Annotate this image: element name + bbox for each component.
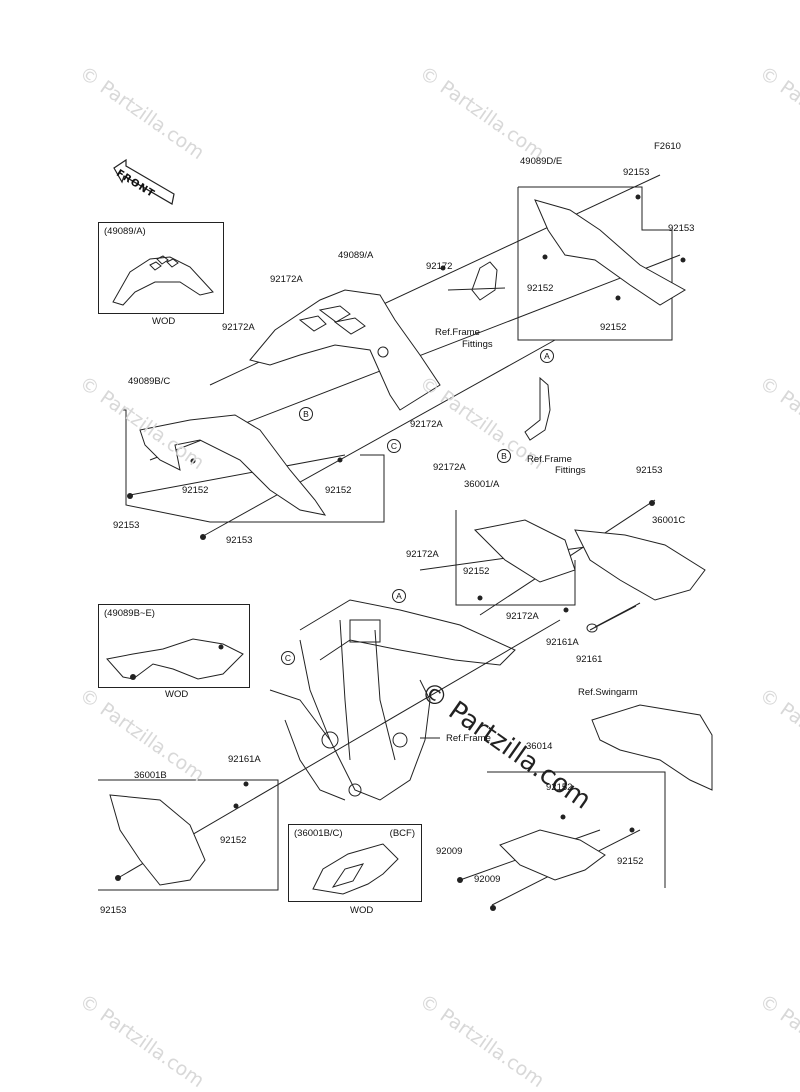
part-callout[interactable]: 92153 — [100, 905, 127, 916]
bracket-36001a — [455, 510, 576, 606]
bracket-49089de — [517, 186, 673, 341]
side-panel-36001a — [473, 519, 576, 583]
part-callout[interactable]: 92153 — [113, 520, 140, 531]
bracket-36001b — [98, 779, 279, 891]
part-callout[interactable]: 92172A — [406, 549, 439, 560]
part-callout[interactable]: 92172A — [410, 419, 443, 430]
ref-label[interactable]: Fittings — [462, 339, 493, 350]
rubber-bushing — [586, 623, 598, 633]
marker-b: B — [299, 407, 313, 421]
inset-49089be: (49089B~E) — [98, 604, 250, 688]
part-callout[interactable]: 92009 — [436, 846, 463, 857]
part-callout[interactable]: 92172A — [222, 322, 255, 333]
chain-cover-36014 — [499, 829, 606, 881]
leader-line — [204, 339, 556, 536]
swingarm-drawing — [591, 704, 713, 791]
part-callout[interactable]: 92152 — [527, 283, 554, 294]
ref-label[interactable]: Ref.Frame — [527, 454, 572, 465]
part-callout[interactable]: 92172A — [433, 462, 466, 473]
part-callout[interactable]: 92152 — [617, 856, 644, 867]
bracket-36014 — [487, 771, 666, 888]
ref-label[interactable]: Ref.Frame — [435, 327, 480, 338]
ref-label[interactable]: Ref.Frame — [446, 733, 491, 744]
inset-variant: (BCF) — [389, 828, 415, 839]
inset-36001bc: (36001B/C) (BCF) — [288, 824, 422, 902]
left-side-cover — [139, 414, 327, 516]
marker-a: A — [540, 349, 554, 363]
frame-fitting-1 — [471, 261, 498, 301]
part-callout[interactable]: 92153 — [623, 167, 650, 178]
part-callout[interactable]: 36001B — [134, 770, 167, 781]
inset-part-illustration — [312, 843, 399, 895]
part-callout[interactable]: 92152 — [463, 566, 490, 577]
inset-title: (36001B/C) — [294, 828, 343, 839]
part-callout[interactable]: 92161 — [576, 654, 603, 665]
part-callout[interactable]: 92152 — [546, 782, 573, 793]
part-callout[interactable]: 92152 — [182, 485, 209, 496]
part-callout[interactable]: 92161A — [228, 754, 261, 765]
inset-title: (49089/A) — [104, 226, 146, 237]
side-panel-36001c — [574, 529, 706, 601]
bracket-49089bc — [122, 409, 385, 523]
diagram-code: F2610 — [654, 141, 681, 152]
right-side-cover-top — [534, 199, 686, 306]
ref-label[interactable]: Ref.Swingarm — [578, 687, 638, 698]
marker-b: B — [497, 449, 511, 463]
part-callout[interactable]: 49089D/E — [520, 156, 563, 167]
leader-line — [129, 454, 346, 496]
part-callout[interactable]: 92153 — [636, 465, 663, 476]
part-callout[interactable]: 36014 — [526, 741, 553, 752]
inset-caption: WOD — [165, 689, 189, 700]
part-callout[interactable]: 92172 — [426, 261, 453, 272]
part-callout[interactable]: 92172A — [270, 274, 303, 285]
marker-a: A — [392, 589, 406, 603]
part-callout[interactable]: 92153 — [226, 535, 253, 546]
part-callout[interactable]: 36001/A — [464, 479, 500, 490]
part-callout[interactable]: 92153 — [668, 223, 695, 234]
part-callout[interactable]: 92152 — [325, 485, 352, 496]
frame-fitting-2 — [524, 376, 551, 441]
upper-cowl-part — [249, 289, 441, 411]
inset-part-illustration — [112, 255, 214, 306]
inset-part-illustration — [106, 638, 244, 680]
part-callout[interactable]: 49089B/C — [128, 376, 171, 387]
frame-drawing — [269, 599, 516, 801]
inset-title: (49089B~E) — [104, 608, 155, 619]
bracket-ref-frame-fittings — [447, 287, 506, 291]
part-callout[interactable]: 92172A — [506, 611, 539, 622]
part-callout[interactable]: 92152 — [600, 322, 627, 333]
parts-diagram-canvas — [98, 174, 713, 911]
marker-c: C — [281, 651, 295, 665]
part-callout[interactable]: 92152 — [220, 835, 247, 846]
part-callout[interactable]: 49089/A — [338, 250, 374, 261]
front-arrow-icon — [113, 158, 175, 205]
part-callout[interactable]: 92009 — [474, 874, 501, 885]
part-callout[interactable]: 92161A — [546, 637, 579, 648]
inset-caption: WOD — [152, 316, 176, 327]
marker-c: C — [387, 439, 401, 453]
inset-caption: WOD — [350, 905, 374, 916]
ref-label[interactable]: Fittings — [555, 465, 586, 476]
inset-49089a: (49089/A) — [98, 222, 224, 314]
lower-side-cover-36001b — [109, 794, 206, 886]
part-callout[interactable]: 36001C — [652, 515, 686, 526]
